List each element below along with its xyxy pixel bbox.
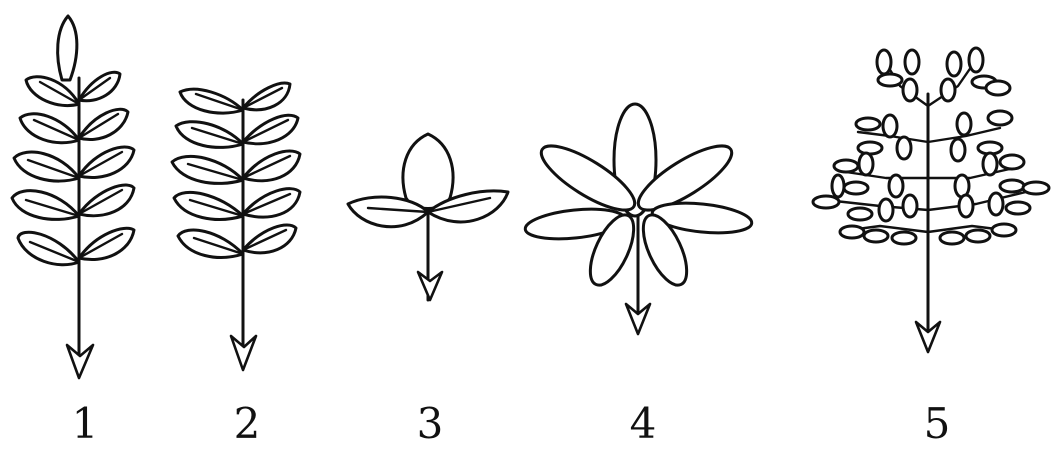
- leaf-3-leaflets: [348, 134, 508, 227]
- leaf-diagram-canvas: [0, 0, 1052, 400]
- leaf-1-terminal-leaflet: [58, 16, 77, 80]
- figure-label-4: 4: [613, 400, 673, 448]
- figure-label-2: 2: [217, 400, 277, 448]
- leaf-5-bipinnate: [813, 48, 1049, 352]
- leaf-4-palmate: [524, 104, 753, 334]
- leaf-1-leaflets: [12, 72, 134, 264]
- leaf-2-leaflets: [172, 83, 300, 257]
- leaf-3-ternate: [348, 134, 508, 300]
- leaf-3-terminal-leaflet: [403, 134, 453, 209]
- leaf-5-leaflets: [813, 48, 1049, 244]
- leaf-1-odd-pinnate: [12, 16, 134, 378]
- leaf-2-even-pinnate: [172, 83, 300, 370]
- figure-label-1: 1: [55, 400, 115, 448]
- leaf-3-petiole-arrow: [418, 272, 442, 300]
- figure-label-5: 5: [907, 400, 967, 448]
- figure-label-3: 3: [400, 400, 460, 448]
